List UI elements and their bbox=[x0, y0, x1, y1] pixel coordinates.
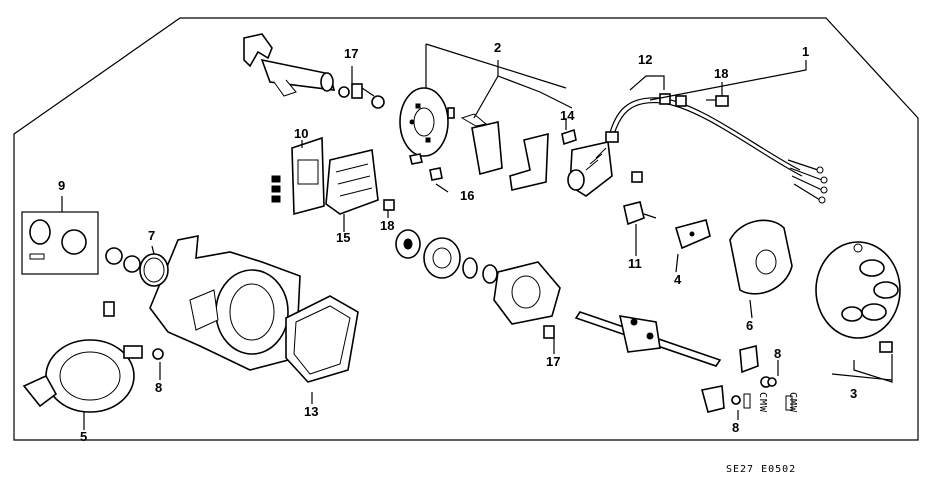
leader-lines bbox=[61, 43, 893, 430]
callout-16: 16 bbox=[460, 188, 474, 203]
rotor-cover-6 bbox=[729, 219, 793, 295]
reluctor-plate bbox=[399, 87, 449, 157]
magnet-module bbox=[567, 141, 613, 197]
callout-18a: 18 bbox=[714, 66, 728, 81]
condenser-11 bbox=[623, 201, 657, 226]
callout-11: 11 bbox=[628, 256, 642, 271]
callout-17b: 17 bbox=[546, 354, 560, 369]
rotor-shaft-arm bbox=[243, 33, 336, 97]
bearing-holder bbox=[395, 229, 421, 259]
callout-12: 12 bbox=[638, 52, 652, 67]
callout-3: 3 bbox=[850, 386, 857, 401]
callout-13: 13 bbox=[304, 404, 318, 419]
seal-kit-parts bbox=[29, 219, 87, 260]
callout-10: 10 bbox=[294, 126, 308, 141]
callout-5: 5 bbox=[80, 429, 87, 444]
o-ring-7 bbox=[139, 253, 169, 287]
igniter-bracket bbox=[325, 149, 379, 215]
callout-6: 6 bbox=[746, 318, 753, 333]
bearing-cover-plate bbox=[493, 261, 561, 325]
washer-8c bbox=[731, 395, 741, 405]
governor-weights bbox=[701, 344, 759, 413]
wiring-harness bbox=[605, 93, 828, 204]
washer-8a bbox=[152, 348, 164, 360]
callout-1: 1 bbox=[802, 44, 809, 59]
callout-8a: 8 bbox=[155, 380, 162, 395]
distributor-housing bbox=[149, 235, 301, 371]
pickup-coil-pieces bbox=[447, 107, 549, 191]
screw-washer-set-17a bbox=[338, 83, 385, 109]
spring-tag-a: CMW bbox=[757, 392, 768, 413]
callout-9: 9 bbox=[58, 178, 65, 193]
washers bbox=[105, 247, 141, 273]
bearing bbox=[423, 237, 461, 279]
screw-18c bbox=[631, 171, 643, 183]
drive-coupling-5 bbox=[22, 301, 143, 413]
spring-tag-b: CMW bbox=[787, 392, 798, 413]
washer-8b bbox=[767, 377, 777, 387]
diagram-frame bbox=[13, 17, 919, 441]
callout-15: 15 bbox=[336, 230, 350, 245]
seal-rings bbox=[462, 257, 498, 284]
callout-7: 7 bbox=[148, 228, 155, 243]
screw-16 bbox=[409, 153, 443, 181]
distributor-cap bbox=[815, 241, 901, 339]
coil-terminal-4 bbox=[674, 219, 711, 250]
housing-gasket-13 bbox=[285, 295, 359, 383]
callout-17a: 17 bbox=[344, 46, 358, 61]
seal-kit-box bbox=[21, 211, 99, 275]
callout-14: 14 bbox=[560, 108, 575, 123]
callout-18b: 18 bbox=[380, 218, 394, 233]
callout-8c: 8 bbox=[732, 420, 739, 435]
igniter-unit bbox=[271, 136, 325, 216]
callout-4: 4 bbox=[674, 272, 682, 287]
cap-screw bbox=[879, 341, 893, 353]
rotor-shaft bbox=[574, 311, 722, 367]
diagram-code: SE27 E0502 bbox=[726, 464, 796, 475]
screw-17b bbox=[543, 325, 555, 339]
screw-18a bbox=[706, 95, 729, 107]
screw-14 bbox=[561, 128, 577, 146]
callout-8b: 8 bbox=[774, 346, 781, 361]
callout-2: 2 bbox=[494, 40, 501, 55]
screw-18b bbox=[383, 199, 395, 211]
